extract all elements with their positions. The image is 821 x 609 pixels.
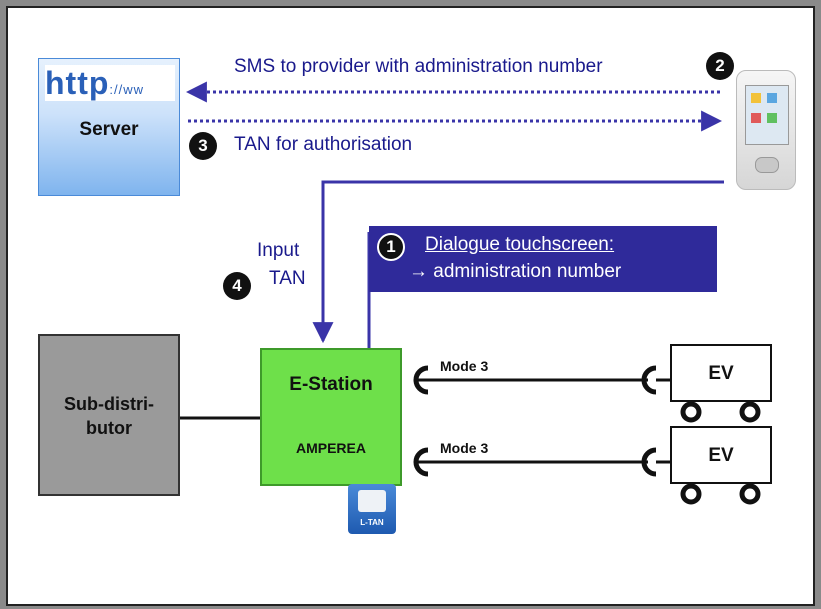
- pda-icon: [736, 70, 796, 190]
- badge-2: 2: [706, 52, 734, 80]
- input-tan-arrow: [312, 180, 724, 344]
- ev-box-2: EV: [670, 426, 772, 484]
- plug-left-1: [413, 365, 429, 395]
- ev2-wheel-left: [680, 483, 702, 505]
- server-label: Server: [79, 119, 139, 140]
- badge-3: 3: [189, 132, 217, 160]
- dialogue-sub: → administration number: [409, 261, 622, 282]
- mode3-label-2: Mode 3: [440, 440, 489, 456]
- sms-message: SMS to provider with administration numb…: [234, 56, 603, 77]
- server-box: http://ww Server: [38, 58, 180, 196]
- server-url-banner: http://ww: [45, 65, 175, 101]
- ev-label-1: EV: [708, 363, 734, 384]
- www-text: ://ww: [109, 82, 145, 97]
- badge-4: 4: [223, 272, 251, 300]
- dialogue-box: 1 Dialogue touchscreen: → administration…: [369, 226, 717, 292]
- ev1-wheel-right: [739, 401, 761, 423]
- input-tan-label-2: TAN: [269, 268, 306, 289]
- dialogue-title: Dialogue touchscreen:: [425, 234, 615, 255]
- subdistributor-label-1: Sub-distri-: [64, 394, 154, 414]
- diagram-frame: http://ww Server SMS to provider with ad…: [6, 6, 815, 606]
- badge-1: 1: [377, 233, 405, 261]
- ev-label-2: EV: [708, 445, 734, 466]
- http-text: http: [45, 65, 110, 101]
- estation-title: E-Station: [289, 374, 373, 395]
- ev2-wheel-right: [739, 483, 761, 505]
- plug-right-1: [641, 365, 657, 395]
- ev1-wheel-left: [680, 401, 702, 423]
- ltan-label: L-TAN: [360, 518, 384, 527]
- mode3-label-1: Mode 3: [440, 358, 489, 374]
- estation-subtitle: AMPEREA: [295, 440, 366, 456]
- estation-box: E-Station AMPEREA: [260, 348, 402, 486]
- ev-box-1: EV: [670, 344, 772, 402]
- subdistributor-box: Sub-distri- butor: [38, 334, 180, 496]
- subdistributor-label-2: butor: [86, 418, 132, 438]
- plug-right-2: [641, 447, 657, 477]
- ltan-terminal-icon: L-TAN: [348, 484, 396, 534]
- plug-left-2: [413, 447, 429, 477]
- connector-layer: [180, 81, 761, 505]
- input-tan-label-1: Input: [257, 240, 300, 261]
- tan-message: TAN for authorisation: [234, 134, 413, 155]
